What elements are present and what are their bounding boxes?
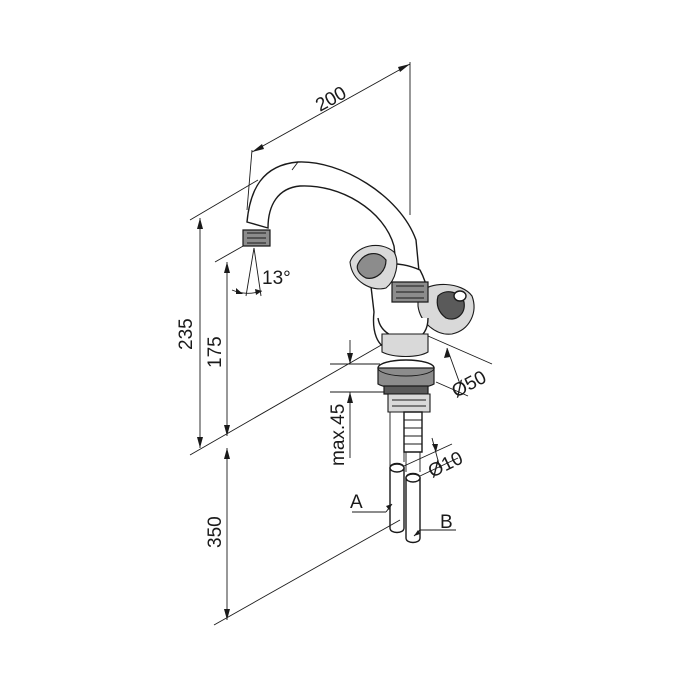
connection-labels: A B — [350, 492, 456, 537]
dim-heights: 235 175 — [176, 179, 391, 456]
dim-angle: 13° — [231, 247, 291, 297]
faucet-body — [349, 244, 475, 358]
label-b: B — [440, 512, 453, 533]
dim-350: 350 — [205, 448, 401, 626]
base-mount — [377, 359, 435, 453]
dim-max45-label: max.45 — [328, 404, 349, 466]
dim-200-label: 200 — [312, 83, 350, 117]
dim-175-label: 175 — [205, 336, 226, 368]
label-a: A — [350, 492, 363, 513]
dim-max45: max.45 — [328, 340, 384, 466]
dim-dia50-label: Ø50 — [448, 367, 490, 402]
dim-dia50: Ø50 — [427, 335, 493, 402]
dim-235-label: 235 — [176, 318, 197, 350]
dim-350-label: 350 — [205, 516, 226, 548]
dim-angle-label: 13° — [262, 268, 291, 289]
connection-pipes — [389, 412, 421, 544]
